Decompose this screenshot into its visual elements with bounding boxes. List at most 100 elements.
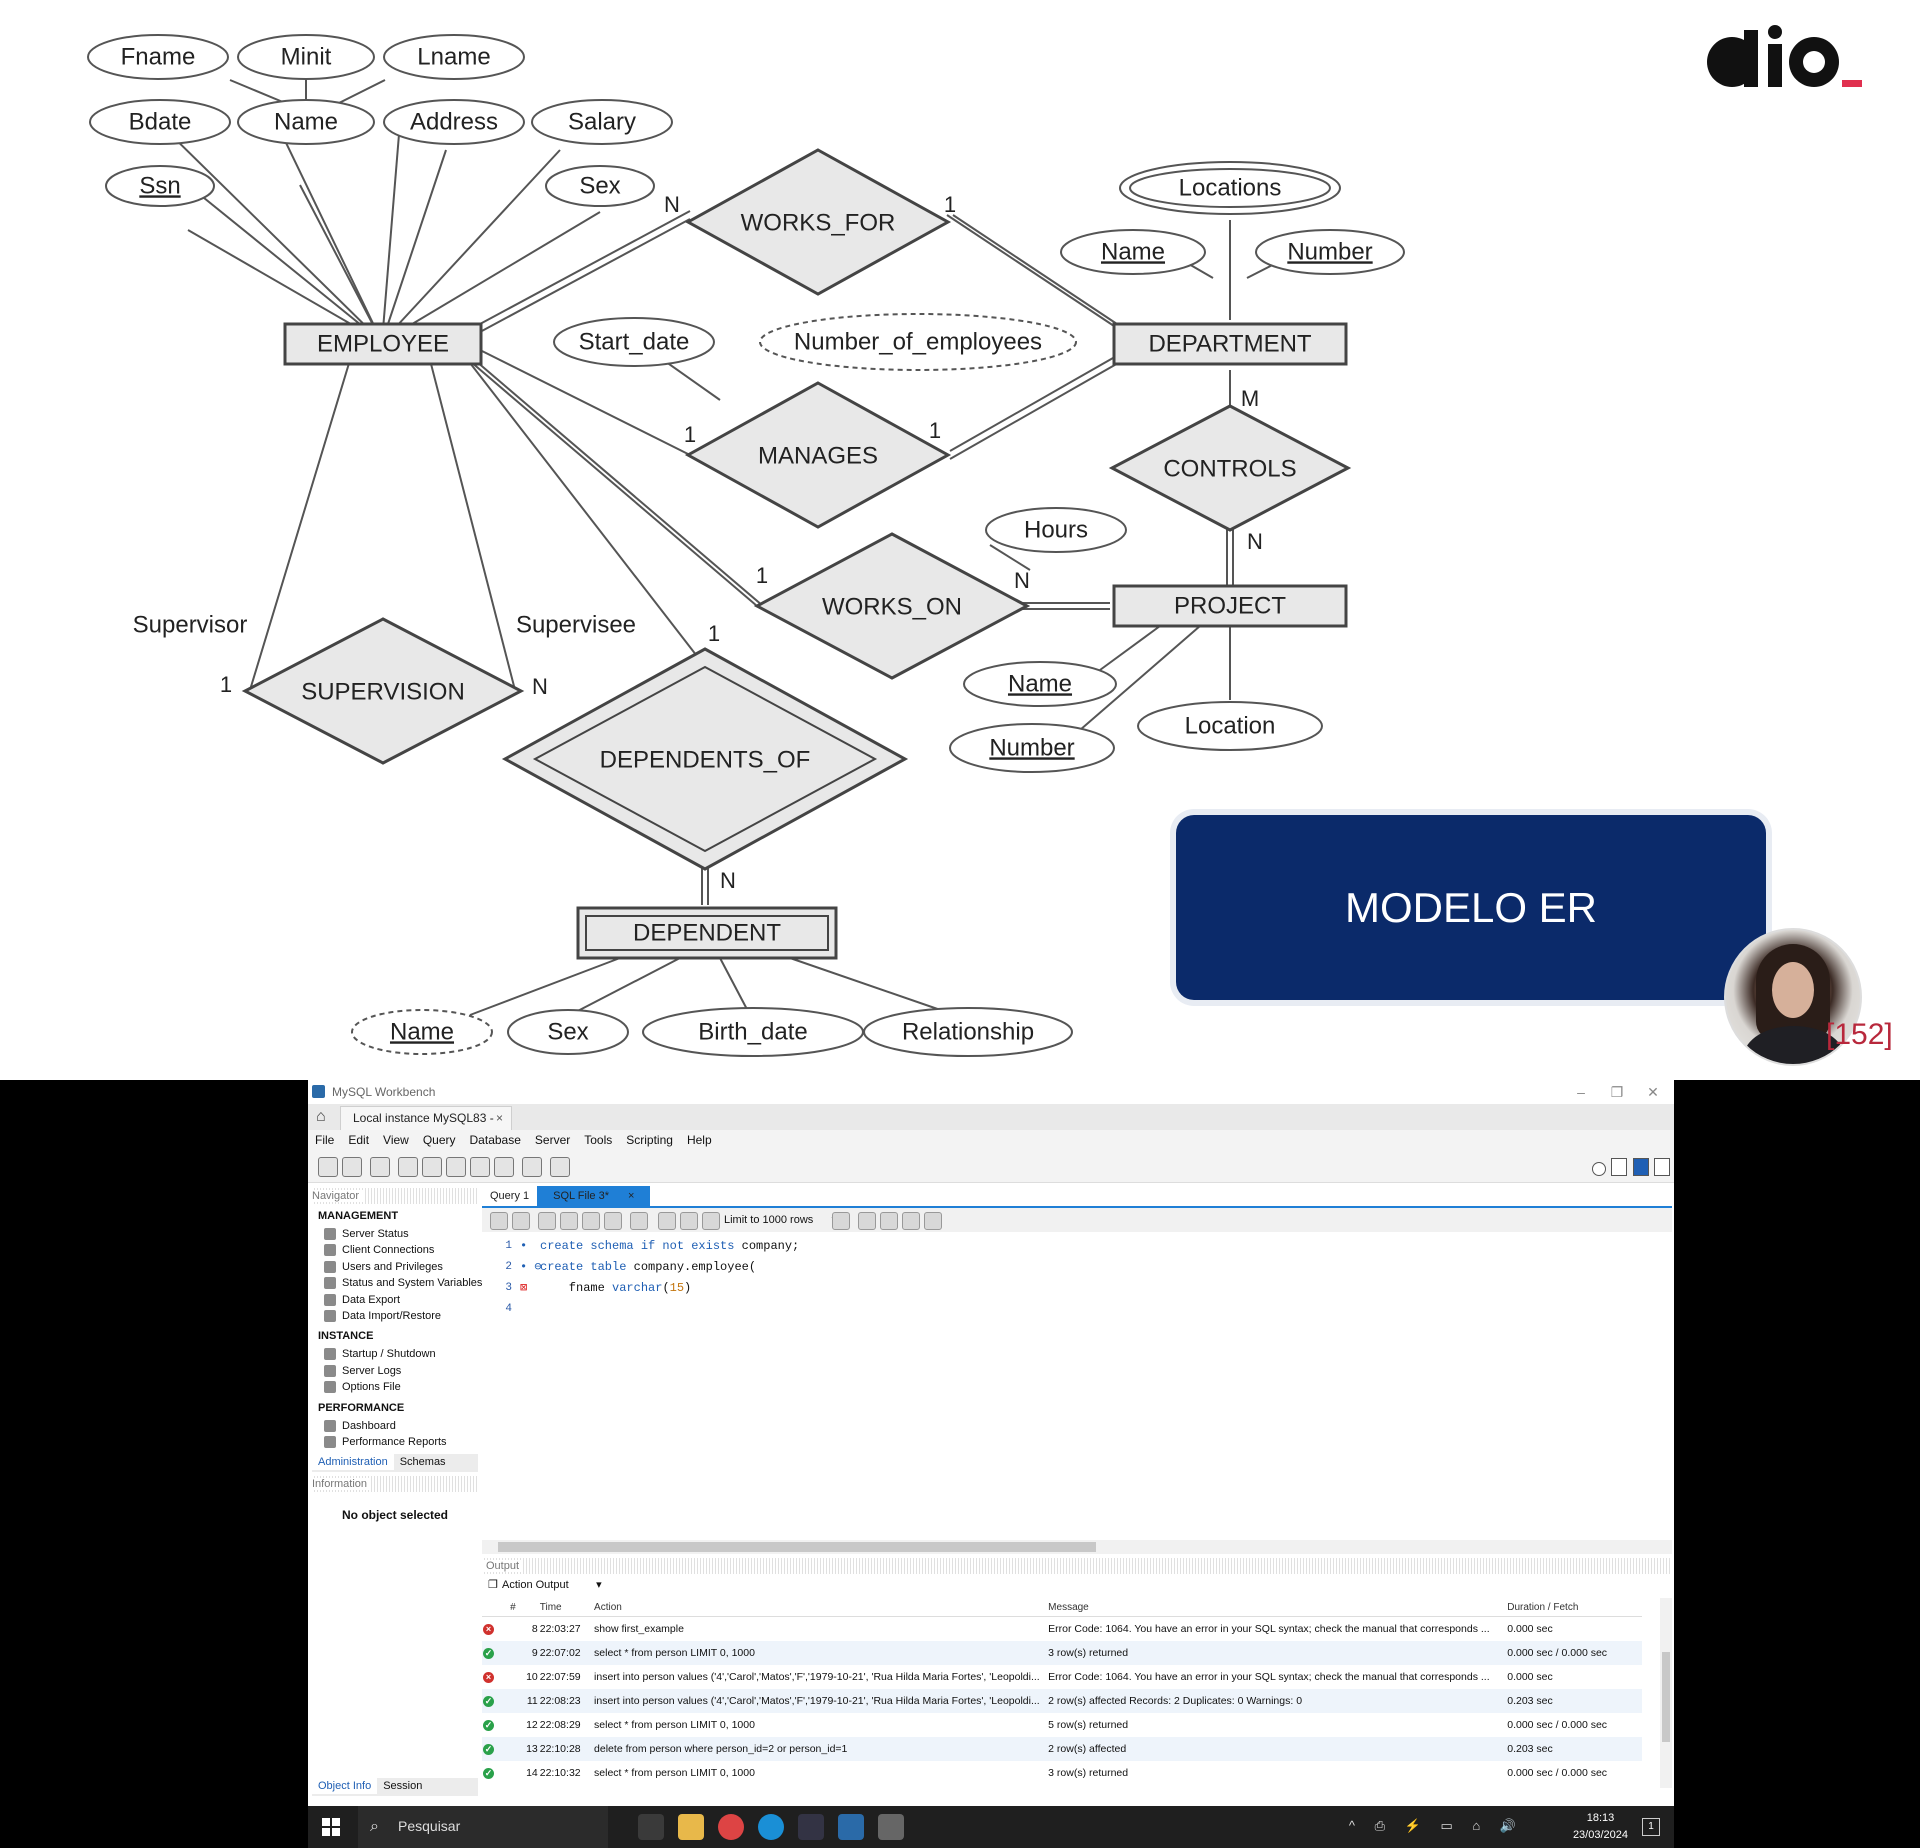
copy-icon[interactable]: ❐ <box>488 1579 498 1591</box>
toggle-output-icon[interactable] <box>1632 1158 1649 1176</box>
nav-performance-reports[interactable]: Performance Reports <box>312 1434 478 1450</box>
inspector-icon[interactable] <box>370 1157 390 1177</box>
nav-server-status[interactable]: Server Status <box>312 1226 478 1242</box>
taskbar-search[interactable]: ⌕ Pesquisar <box>358 1806 608 1848</box>
create-function-icon[interactable] <box>494 1157 514 1177</box>
nav-dashboard[interactable]: Dashboard <box>312 1418 478 1434</box>
nav-data-import[interactable]: Data Import/Restore <box>312 1308 478 1324</box>
editor-horizontal-scrollbar[interactable] <box>482 1540 1672 1554</box>
client-connections-icon <box>324 1244 336 1257</box>
row-action: insert into person values ('4','Carol','… <box>594 1671 1040 1683</box>
dashboard-icon <box>324 1419 336 1432</box>
output-mode-select[interactable]: Action Output ▾ <box>502 1579 602 1591</box>
menu-view[interactable]: View <box>383 1133 409 1147</box>
nav-data-export[interactable]: Data Export <box>312 1292 478 1308</box>
tab-sql-file-3[interactable]: SQL File 3* × <box>537 1186 651 1206</box>
menu-file[interactable]: File <box>315 1133 335 1147</box>
nav-options-file[interactable]: Options File <box>312 1379 478 1395</box>
menu-tools[interactable]: Tools <box>584 1133 613 1147</box>
menu-server[interactable]: Server <box>534 1133 571 1147</box>
relationship-diamond <box>1108 404 1352 532</box>
search-table-data-icon[interactable] <box>522 1157 542 1177</box>
invisible-chars-icon[interactable] <box>902 1212 920 1230</box>
new-sql-tab-icon[interactable] <box>318 1157 338 1177</box>
create-view-icon[interactable] <box>446 1157 466 1177</box>
explain-icon[interactable] <box>582 1212 600 1230</box>
open-sql-file-icon[interactable] <box>342 1157 362 1177</box>
save-icon[interactable] <box>512 1212 530 1230</box>
menu-help[interactable]: Help <box>686 1133 712 1147</box>
terminal-icon[interactable] <box>798 1814 824 1840</box>
open-folder-icon[interactable] <box>490 1212 508 1230</box>
nav-users-privileges[interactable]: Users and Privileges <box>312 1259 478 1275</box>
system-tray[interactable]: ^ ⎙ ⚡ ▭ ⌂ 🔊 <box>1348 1818 1524 1833</box>
success-status-icon: ✓ <box>483 1744 494 1755</box>
scroll-thumb[interactable] <box>1662 1652 1670 1742</box>
create-schema-icon[interactable] <box>398 1157 418 1177</box>
execute-statement-icon[interactable] <box>560 1212 578 1230</box>
nav-startup-shutdown[interactable]: Startup / Shutdown <box>312 1346 478 1362</box>
code-line: 2• ⊖create table company.employee( <box>482 1257 1672 1278</box>
nav-label: Status and System Variables <box>342 1277 483 1290</box>
create-procedure-icon[interactable] <box>470 1157 490 1177</box>
tab-administration[interactable]: Administration <box>312 1454 394 1471</box>
toggle-secondary-sidebar-icon[interactable] <box>1654 1158 1670 1176</box>
app-icon[interactable] <box>878 1814 904 1840</box>
reconnect-icon[interactable] <box>550 1157 570 1177</box>
limit-rows-select[interactable]: Limit to 1000 rows ▾ <box>724 1214 838 1226</box>
scroll-thumb[interactable] <box>498 1542 1096 1552</box>
chrome-icon[interactable] <box>718 1814 744 1840</box>
create-table-icon[interactable] <box>422 1157 442 1177</box>
close-button[interactable]: ✕ <box>1647 1084 1659 1100</box>
edge-icon[interactable] <box>758 1814 784 1840</box>
output-vertical-scrollbar[interactable] <box>1660 1598 1672 1788</box>
word-wrap-icon[interactable] <box>924 1212 942 1230</box>
settings-gear-icon[interactable] <box>1591 1162 1606 1176</box>
minimize-button[interactable]: – <box>1577 1084 1585 1100</box>
notifications-icon[interactable]: 1 <box>1642 1818 1660 1836</box>
beautify-icon[interactable] <box>858 1212 876 1230</box>
tab-session[interactable]: Session <box>383 1780 423 1792</box>
menu-database[interactable]: Database <box>469 1133 521 1147</box>
home-icon[interactable]: ⌂ <box>316 1108 326 1125</box>
stop-icon[interactable] <box>604 1212 622 1230</box>
tab-object-info[interactable]: Object Info <box>312 1778 378 1794</box>
layout-toggles <box>1590 1158 1670 1179</box>
row-number: 10 <box>526 1671 538 1683</box>
favorite-icon[interactable] <box>832 1212 850 1230</box>
tab-schemas[interactable]: Schemas <box>399 1456 446 1469</box>
nav-server-logs[interactable]: Server Logs <box>312 1363 478 1379</box>
menu-edit[interactable]: Edit <box>348 1133 370 1147</box>
row-number: 8 <box>531 1623 538 1635</box>
code-area[interactable]: 1•create schema if not exists company; 2… <box>482 1236 1672 1320</box>
file-explorer-icon[interactable] <box>678 1814 704 1840</box>
tab-query-1[interactable]: Query 1 <box>490 1190 530 1202</box>
menu-scripting[interactable]: Scripting <box>626 1133 673 1147</box>
close-tab-icon[interactable]: × <box>628 1190 635 1202</box>
mysql-workbench-taskbar-icon[interactable] <box>838 1814 864 1840</box>
connection-tab[interactable]: Local instance MySQL83 - W... × <box>340 1106 512 1147</box>
rollback-icon[interactable] <box>680 1212 698 1230</box>
restore-button[interactable]: ❐ <box>1610 1084 1624 1100</box>
dio-logo <box>1702 22 1902 102</box>
menu-query[interactable]: Query <box>422 1133 456 1147</box>
task-view-icon[interactable] <box>638 1814 664 1840</box>
commit-icon[interactable] <box>658 1212 676 1230</box>
close-tab-icon[interactable]: × <box>495 1111 503 1125</box>
execute-icon[interactable] <box>538 1212 556 1230</box>
nav-client-connections[interactable]: Client Connections <box>312 1242 478 1258</box>
taskbar-clock[interactable]: 18:13 23/03/2024 <box>1573 1810 1628 1844</box>
find-icon[interactable] <box>880 1212 898 1230</box>
nav-status-variables[interactable]: Status and System Variables <box>312 1275 482 1291</box>
windows-start-icon[interactable] <box>322 1818 340 1836</box>
toggle-sidebar-icon[interactable] <box>1611 1158 1628 1176</box>
toggle-error-icon[interactable] <box>630 1212 648 1230</box>
autocommit-icon[interactable] <box>702 1212 720 1230</box>
